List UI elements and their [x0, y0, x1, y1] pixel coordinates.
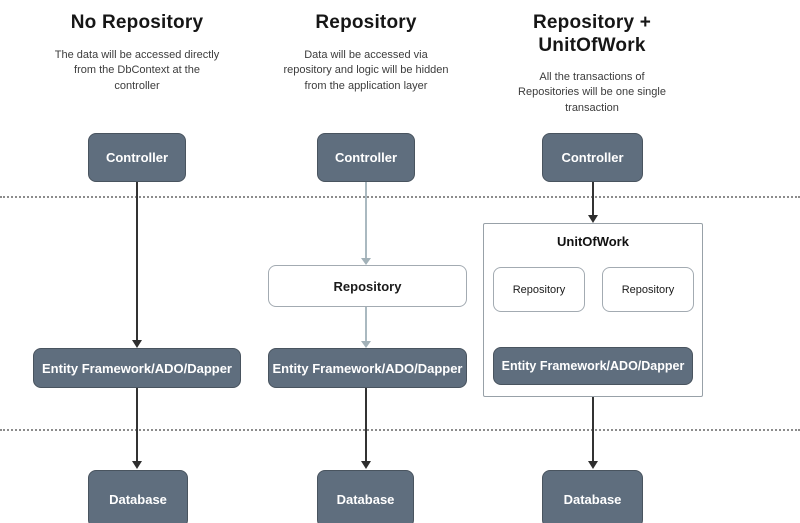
column2-arrow-ef-to-db: [365, 388, 367, 462]
column1-arrow-ef-to-db: [136, 388, 138, 462]
column2-title: Repository: [315, 12, 417, 33]
unitofwork-title: UnitOfWork: [557, 234, 629, 249]
layer-divider-top: [0, 196, 800, 198]
column1-arrowhead-2: [132, 461, 142, 469]
column2-repository-node: Repository: [268, 265, 467, 307]
column3-title: Repository + UnitOfWork: [532, 12, 651, 56]
column3-arrow-uow-to-db: [592, 397, 594, 462]
layer-divider-bottom: [0, 429, 800, 431]
column1-controller-node: Controller: [88, 133, 186, 182]
column1-database-node: Database: [88, 470, 188, 523]
column1-description: The data will be accessed directly from …: [54, 49, 220, 92]
column2-ef-node: Entity Framework/ADO/Dapper: [268, 348, 467, 388]
column3-database-node: Database: [542, 470, 643, 523]
column3-ef-node: Entity Framework/ADO/Dapper: [493, 347, 693, 385]
column2-arrowhead-2: [361, 341, 371, 348]
column2-database-node: Database: [317, 470, 414, 523]
column3-arrowhead-1: [588, 215, 598, 223]
column2-arrow-controller-to-repo: [365, 182, 367, 259]
column1-ef-node: Entity Framework/ADO/Dapper: [33, 348, 241, 388]
column3-arrow-controller-to-uow: [592, 182, 594, 216]
column2-arrow-repo-to-ef: [365, 307, 367, 342]
column2-arrowhead-3: [361, 461, 371, 469]
column3-controller-node: Controller: [542, 133, 643, 182]
unitofwork-repository1-node: Repository: [493, 267, 585, 312]
column2-controller-node: Controller: [317, 133, 415, 182]
column2-arrowhead-1: [361, 258, 371, 265]
column2-description: Data will be accessed via repository and…: [283, 49, 449, 92]
column1-arrowhead-1: [132, 340, 142, 348]
column1-title: No Repository: [70, 12, 204, 33]
column3-arrowhead-2: [588, 461, 598, 469]
unitofwork-repository2-node: Repository: [602, 267, 694, 312]
column1-arrow-controller-to-ef: [136, 182, 138, 341]
column3-description: All the transactions of Repositories wil…: [518, 71, 666, 114]
